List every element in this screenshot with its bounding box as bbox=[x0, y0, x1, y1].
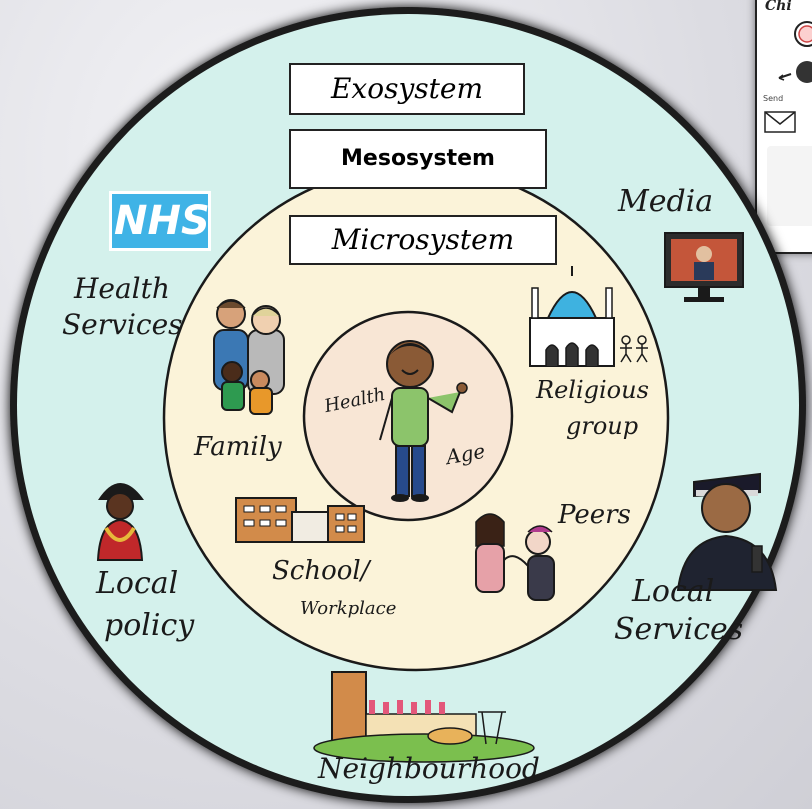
neighbourhood-scene-icon bbox=[313, 671, 535, 763]
nhs-logo-icon bbox=[109, 191, 211, 251]
neighbourhood-label: Neighbourhood bbox=[318, 752, 540, 785]
school-building-icon bbox=[235, 497, 365, 543]
school-label-2: Workplace bbox=[300, 598, 397, 619]
mesosystem-title: Mesosystem bbox=[341, 146, 495, 171]
inset-card: Chi Send bbox=[755, 0, 812, 254]
nhs-logo-text: NHS bbox=[114, 198, 210, 244]
bomb-icon bbox=[778, 61, 812, 83]
inset-send-label: Send bbox=[763, 94, 784, 103]
inset-icons bbox=[764, 21, 812, 133]
religious-group-label-1: Religious bbox=[536, 376, 649, 404]
local-services-label-2: Services bbox=[614, 612, 744, 647]
media-label: Media bbox=[618, 184, 714, 219]
media-tv-icon bbox=[664, 232, 744, 302]
person-figures-icon bbox=[620, 335, 648, 363]
peers-label: Peers bbox=[558, 500, 631, 530]
health-services-label-1: Health bbox=[74, 272, 170, 305]
local-services-label-1: Local bbox=[632, 574, 715, 609]
local-policy-label-1: Local bbox=[96, 566, 179, 601]
health-services-label-2: Services bbox=[62, 308, 183, 341]
inset-blur bbox=[767, 146, 812, 226]
school-label-1: School/ bbox=[272, 556, 370, 586]
microsystem-title-box: Microsystem bbox=[289, 215, 557, 265]
inset-caption: Chi bbox=[765, 0, 792, 14]
mosque-icon bbox=[529, 266, 615, 367]
local-policy-label-2: policy bbox=[104, 608, 195, 643]
exosystem-title: Exosystem bbox=[330, 72, 484, 105]
microsystem-title: Microsystem bbox=[331, 223, 515, 256]
mayor-figure-icon bbox=[96, 483, 144, 561]
police-officer-icon bbox=[676, 472, 778, 591]
family-label: Family bbox=[194, 432, 282, 462]
exosystem-title-box: Exosystem bbox=[289, 63, 525, 115]
religious-group-label-2: group bbox=[566, 412, 639, 440]
peers-illustration bbox=[475, 513, 555, 601]
mesosystem-title-box: Mesosystem bbox=[289, 129, 547, 189]
child-figure-icon bbox=[379, 340, 468, 502]
family-illustration bbox=[213, 299, 285, 415]
clock-icon bbox=[794, 21, 812, 47]
envelope-icon bbox=[764, 111, 796, 133]
